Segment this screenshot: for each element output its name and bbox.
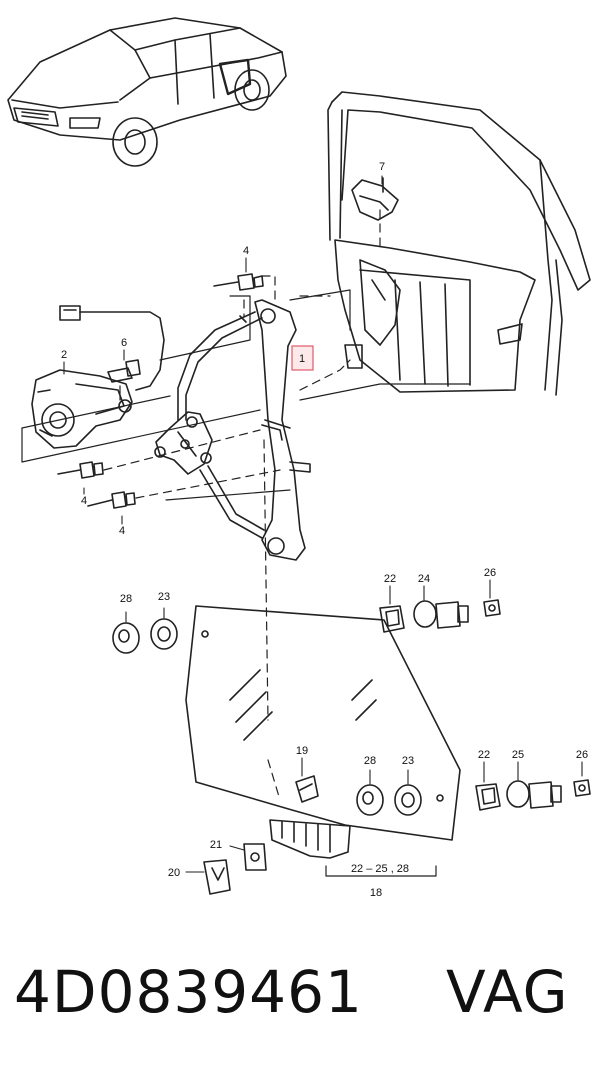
callout-23-lower: 23 [402,755,414,767]
callout-6: 6 [121,337,127,349]
screw-part-6 [107,359,141,383]
regulator-pivot-plate [154,411,213,475]
callout-25: 25 [512,749,524,761]
callout-20: 20 [168,867,180,879]
bolt-part-4-low [87,491,136,509]
callout-26-lower: 26 [576,749,588,761]
assembly-lines [103,209,381,801]
callout-26-upper: 26 [484,567,496,579]
bolt-part-24 [413,600,469,629]
washer-part-23-lower [394,784,422,816]
parts-diagram: 1 2 4 4 4 6 7 28 23 22 24 26 19 28 23 22… [7,17,591,899]
callout-leaders [63,175,583,873]
callout-4-top: 4 [243,245,249,257]
door-handle-part-7 [351,177,399,221]
callout-21: 21 [210,839,222,851]
window-regulator-part-1 [177,299,311,561]
washer-part-28-lower [356,784,384,816]
callout-18: 18 [370,887,382,899]
callout-1: 1 [299,353,305,365]
callout-28-upper: 28 [120,593,132,605]
car-illustration [7,17,287,167]
washer-part-23-upper [150,618,178,650]
callout-24: 24 [418,573,430,585]
callout-19: 19 [296,745,308,757]
bolt-part-4-top [213,273,264,291]
callout-range: 22 – 25 , 28 [351,863,409,875]
callout-4-low: 4 [119,525,125,537]
callout-7: 7 [379,161,385,173]
window-motor-part-2 [31,369,133,449]
callout-4-mid: 4 [81,495,87,507]
clip-part-21 [243,843,267,871]
bolt-part-25 [506,780,562,809]
callout-28-lower: 28 [364,755,376,767]
door-frame [327,91,591,396]
callout-23-upper: 23 [158,591,170,603]
leader-lines [21,289,471,877]
callout-highlight-part-1 [291,345,314,371]
nut-part-26-upper [483,599,501,617]
window-glass [185,605,461,841]
motor-cable [59,305,165,391]
nut-part-26-lower [573,779,591,797]
bolt-part-4-mid [57,461,104,479]
clip-part-20 [203,859,231,895]
part-number: 4D0839461 [14,958,363,1026]
washer-part-28-upper [112,622,140,654]
bushing-part-22-upper [379,605,405,633]
glass-rail-part-18 [269,819,351,859]
callout-22-upper: 22 [384,573,396,585]
bushing-part-22-lower [475,783,501,811]
clip-part-19 [295,775,319,803]
brand-label: VAG [446,958,569,1026]
callout-22-lower: 22 [478,749,490,761]
callout-2: 2 [61,349,67,361]
